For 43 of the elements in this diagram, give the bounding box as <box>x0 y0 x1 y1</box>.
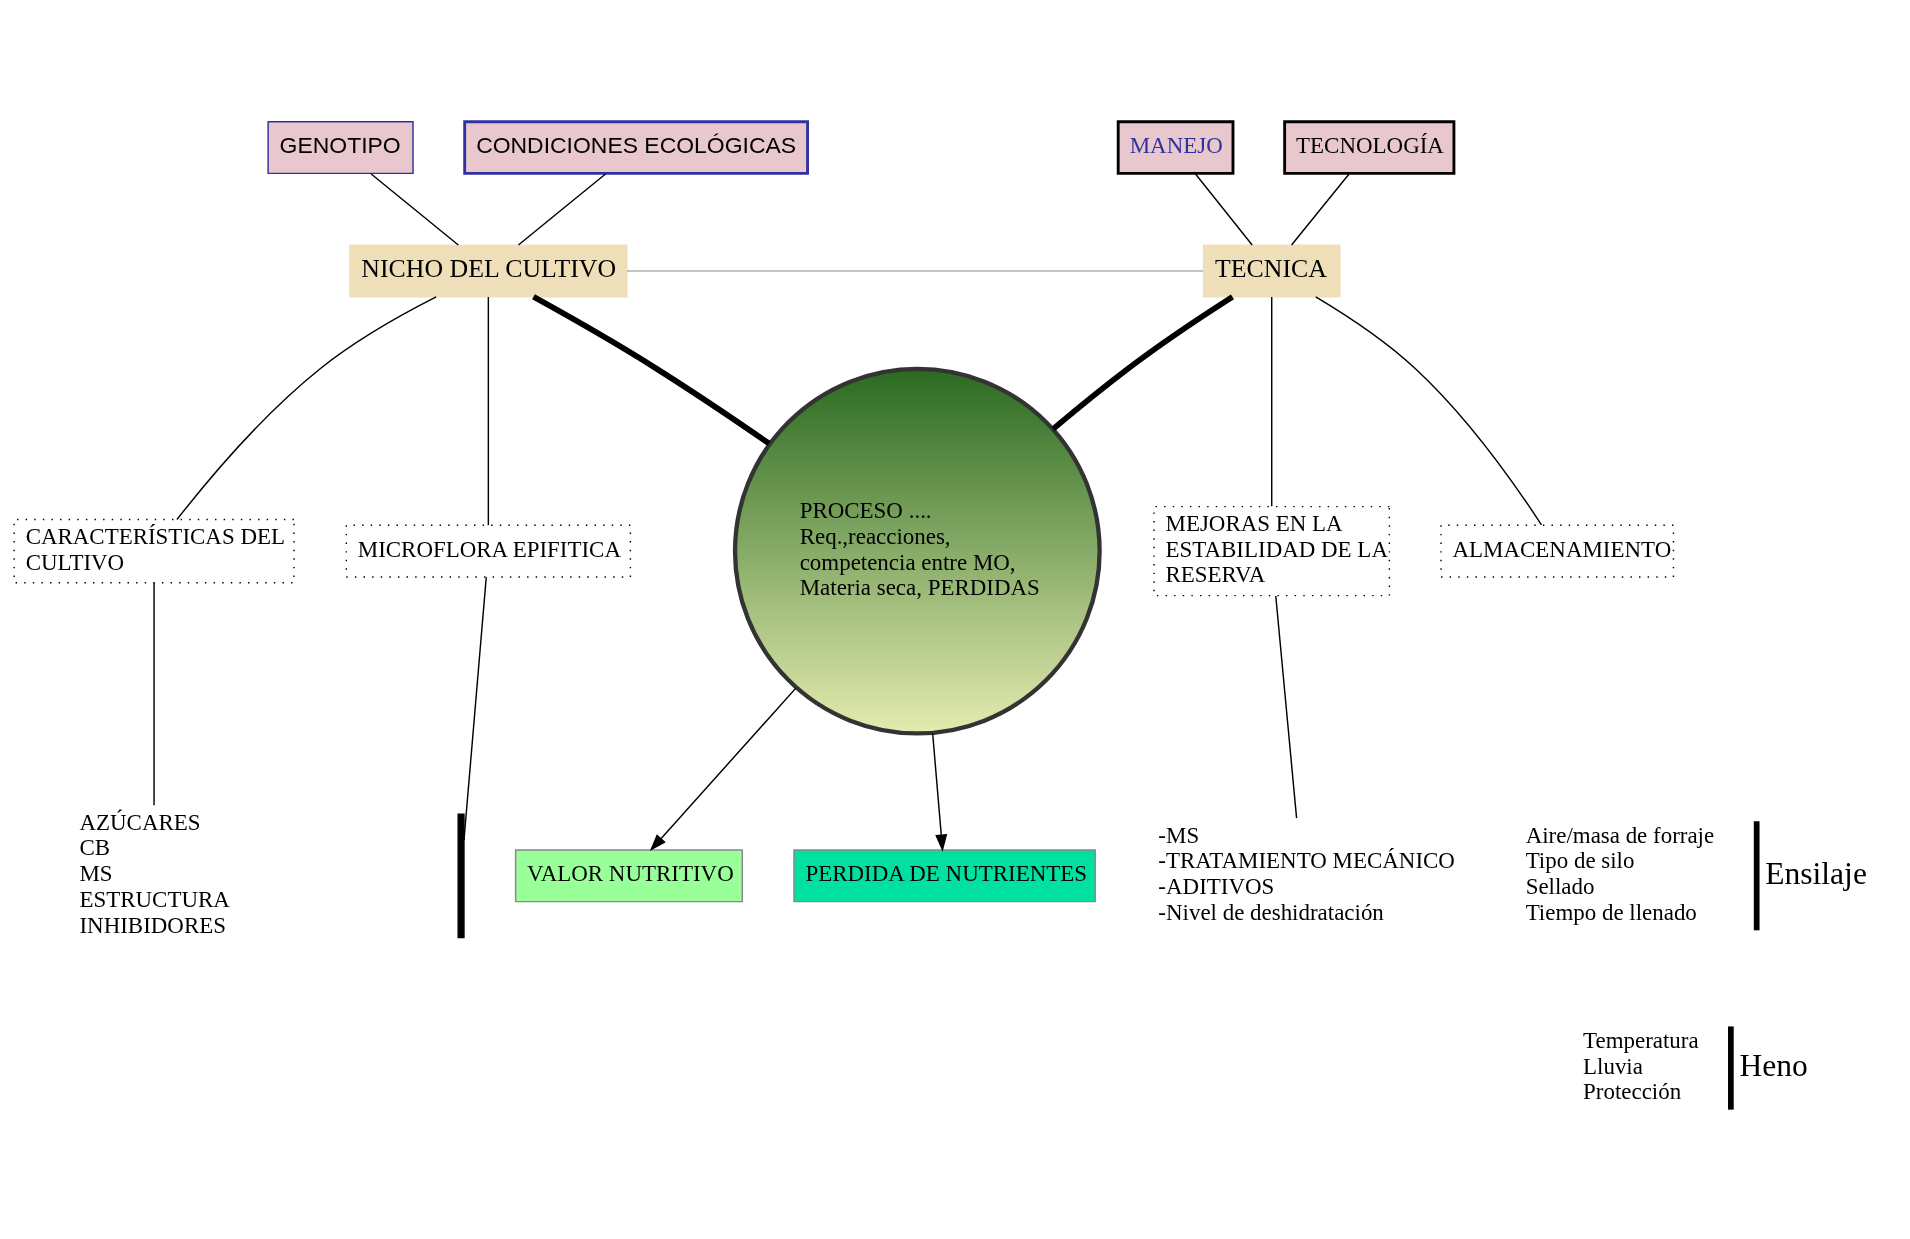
node-label: Tiempo de llenado <box>1525 899 1697 925</box>
connector <box>463 576 487 841</box>
connector <box>517 172 607 246</box>
node-box: MICROFLORA EPIFITICA <box>345 524 632 578</box>
connector <box>532 293 771 446</box>
node-box <box>1753 820 1760 930</box>
node-text: AZÚCARES CB MS ESTRUCTURA INHIBIDORES <box>79 809 230 938</box>
node-label: Sellado <box>1525 873 1595 899</box>
arrow <box>649 686 797 851</box>
connector <box>1271 295 1273 507</box>
node-bar <box>457 812 465 938</box>
node-label: Protección <box>1583 1078 1682 1104</box>
node-label: Aire/masa de forraje <box>1525 822 1715 847</box>
node-box: MEJORAS EN LA ESTABILIDAD DE LA RESERVA <box>1153 505 1391 596</box>
node-label: Tipo de silo <box>1525 847 1635 873</box>
node-box: GENOTIPO <box>267 120 414 174</box>
node-box: VALOR NUTRITIVO <box>514 848 743 902</box>
connector <box>370 172 459 246</box>
connector <box>626 269 1204 272</box>
connector <box>487 295 490 526</box>
connector <box>176 295 437 520</box>
node-label: Heno <box>1739 1047 1808 1083</box>
node-box: MANEJO <box>1116 119 1235 175</box>
node-box: NICHO DEL CULTIVO <box>349 243 628 297</box>
node-box: TECNICA <box>1202 243 1341 297</box>
node-box: ALMACENAMIENTO <box>1440 524 1675 578</box>
node-box: CARACTERÍSTICAS DEL CULTIVO <box>13 518 295 583</box>
node-box: TECNOLOGÍA <box>1283 119 1456 175</box>
node-box: PERDIDA DE NUTRIENTES <box>793 848 1096 902</box>
connector <box>153 581 155 806</box>
node-label: Temperatura <box>1583 1027 1699 1053</box>
node-label: Lluvia <box>1583 1053 1643 1078</box>
node-box: CONDICIONES ECOLÓGICAS <box>463 119 809 175</box>
connector <box>1194 172 1253 246</box>
arrow <box>931 732 948 852</box>
connector <box>1290 172 1350 246</box>
connector <box>1051 293 1235 431</box>
connector <box>1315 295 1543 526</box>
node-circle: PROCESO .... Req.,reacciones, competencia entre MO, Materia seca, PERDIDAS <box>732 366 1102 736</box>
connector <box>1275 594 1298 819</box>
node-text: -MS -TRATAMIENTO MECÁNICO -ADITIVOS -Nivel de deshidratación <box>1158 822 1455 925</box>
node-label: Ensilaje <box>1765 855 1867 891</box>
node-box <box>1727 1025 1734 1110</box>
